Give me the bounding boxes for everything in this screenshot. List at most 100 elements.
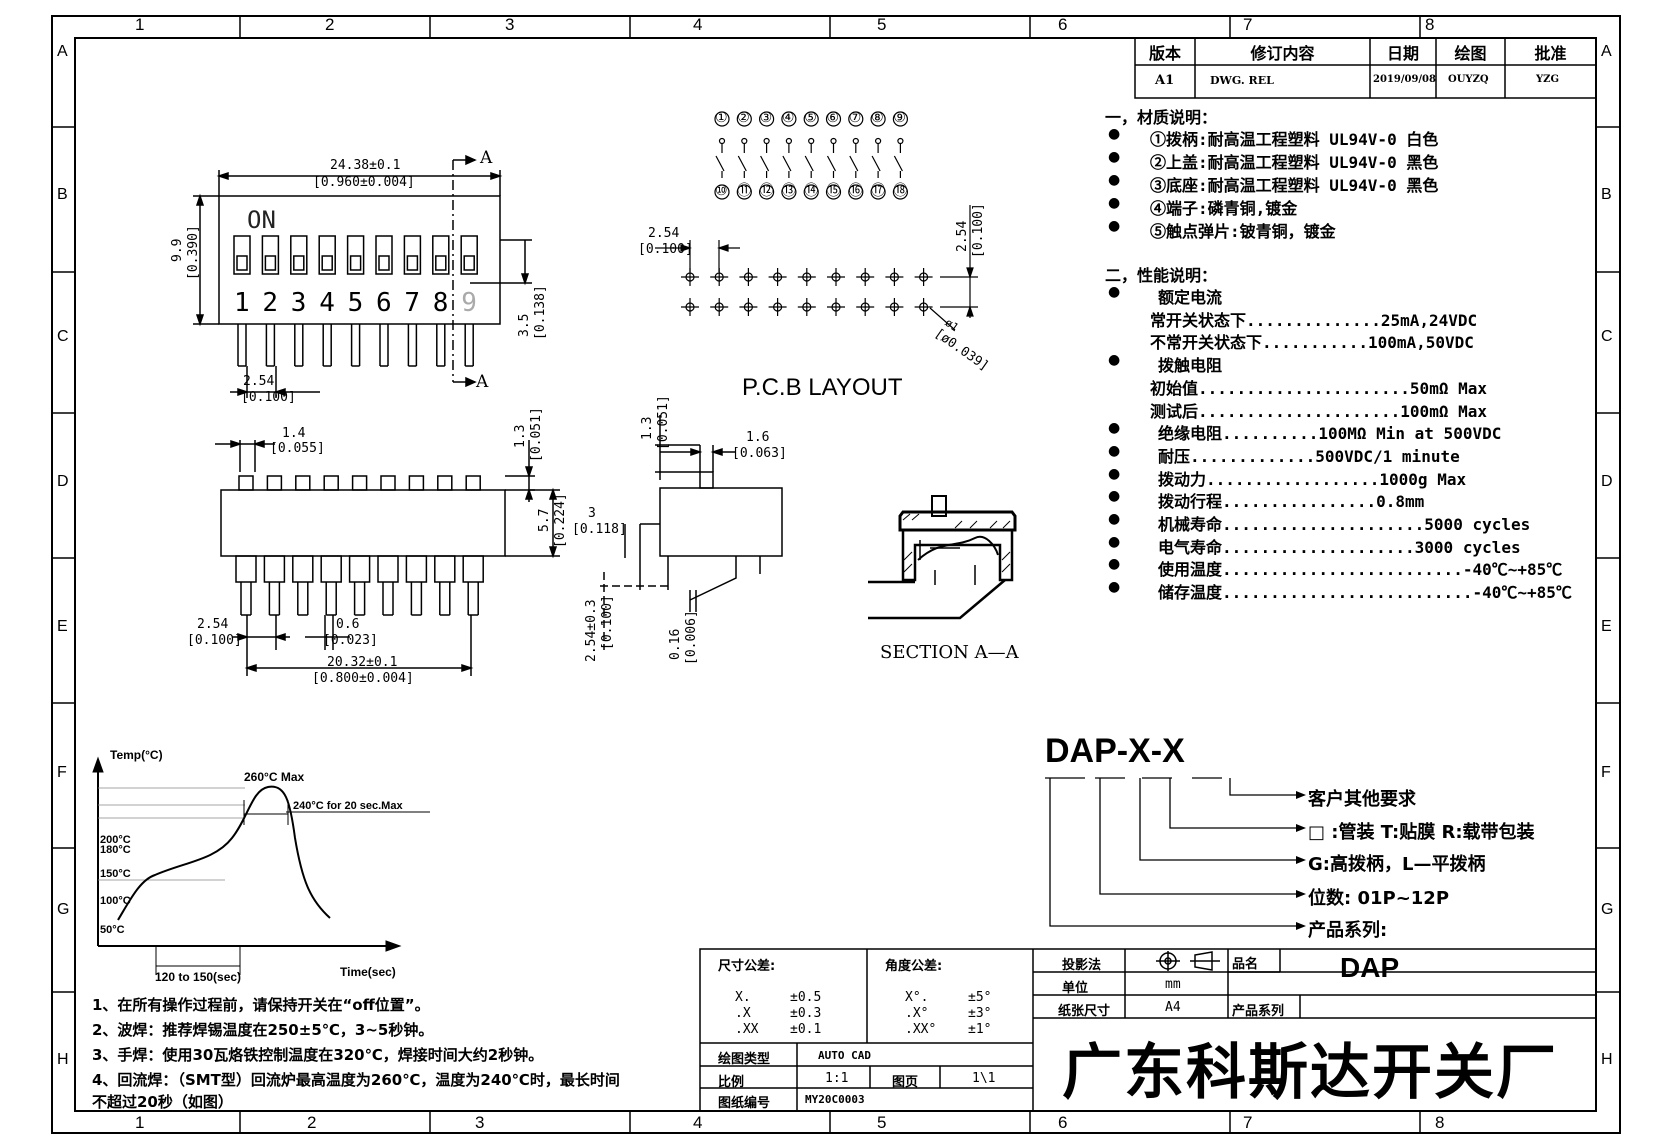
grid-col-bottom-7: 7 — [1243, 1113, 1253, 1132]
rev-content: DWG. REL — [1210, 74, 1274, 87]
section-a-a — [868, 495, 1017, 620]
switch-slot — [346, 235, 365, 275]
note-2: 2、波焊：推荐焊锡温度在250±5℃，3~5秒钟。 — [92, 1021, 434, 1039]
switch-number: 1 — [234, 288, 250, 318]
schematic-pin-label-top: ④ — [781, 110, 795, 126]
schematic-pin-label-top: ⑤ — [804, 110, 817, 126]
end-thk-mm: 0.16 — [668, 628, 683, 660]
switch-actuator — [264, 255, 277, 271]
schematic-pin-label-bottom: ⑩ — [715, 183, 728, 199]
dim-tol-1-val: ±0.5 — [790, 990, 822, 1005]
page-value: 1\1 — [972, 1071, 996, 1086]
grid-col-top-2: 2 — [325, 15, 335, 34]
scale-label: 比例 — [718, 1075, 745, 1090]
material-item: ⑤触点弹片:铍青铜，镀金 — [1150, 222, 1336, 241]
act-width-in: [0.055] — [270, 441, 325, 456]
dim-tol-3-val: ±0.1 — [790, 1022, 822, 1037]
grid-col-top-7: 7 — [1243, 15, 1253, 34]
ang-tol-2-key: .X° — [905, 1006, 929, 1021]
dim-tol-label: 尺寸公差: — [718, 959, 776, 974]
software-label: 绘图类型 — [718, 1052, 771, 1067]
pin-len-in: [0.138] — [533, 285, 548, 340]
dim-tol-3-key: .XX — [735, 1022, 759, 1037]
section-mark-top: A — [480, 148, 493, 168]
schematic-terminal-top — [848, 111, 864, 127]
dim-tol-1-key: X. — [735, 990, 751, 1005]
ang-tol-3-key: .XX° — [905, 1022, 937, 1037]
schematic-terminal-bottom — [825, 184, 842, 200]
grid-row-right-B: B — [1601, 186, 1612, 203]
part-number-tree — [1045, 777, 1306, 930]
top-pitch-mm: 2.54 — [243, 374, 275, 389]
end-thk-in: [0.006] — [684, 610, 699, 665]
material-item: ②上盖:耐高温工程塑料 UL94V-0 黑色 — [1150, 153, 1439, 172]
paper-value: A4 — [1165, 1000, 1181, 1015]
schematic-pin-label-top: ② — [737, 110, 750, 126]
grid-row-left-B: B — [57, 186, 68, 203]
switch-actuator — [406, 255, 419, 271]
rev-version: A1 — [1155, 73, 1175, 88]
reflow-peak: 260°C Max — [244, 770, 305, 784]
performance-line: 使用温度.........................-40℃~+85℃ — [1158, 560, 1563, 580]
reflow-tick-200: 200°C — [100, 834, 131, 846]
reflow-tick-150: 150°C — [100, 868, 131, 880]
switch-number: 8 — [432, 288, 449, 318]
pin-shoulder — [292, 555, 314, 583]
projection-label: 投影法 — [1062, 958, 1102, 973]
top-view — [193, 154, 532, 398]
schematic-terminal-top — [870, 111, 886, 127]
switch-actuator — [435, 255, 447, 271]
pn-option-actuator: G:高拨柄，L—平拨柄 — [1308, 854, 1486, 875]
grid-row-left-G: G — [57, 901, 70, 918]
end-act-h-mm: 1.3 — [640, 416, 655, 440]
name-label: 品名 — [1232, 957, 1259, 972]
pcb-layout — [655, 205, 978, 331]
material-item: ④端子:磷青铜,镀金 — [1150, 199, 1298, 218]
performance-line: 绝缘电阻..........100MΩ Min at 500VDC — [1158, 424, 1502, 444]
actuator-tab — [437, 475, 453, 491]
span-in: [0.800±0.004] — [312, 671, 414, 686]
bullet-icon: ● — [1108, 172, 1121, 188]
grid-row-left-F: F — [57, 764, 67, 781]
schematic-pin-label-top: ⑦ — [848, 110, 862, 126]
grid-row-right-G: G — [1601, 901, 1614, 918]
section-mark-bottom: A — [476, 372, 489, 392]
switch-actuator — [236, 255, 248, 271]
grid-row-right-D: D — [1601, 473, 1613, 490]
bullet-icon: ● — [1108, 465, 1121, 482]
schematic-pin-label-top: ⑧ — [871, 110, 884, 126]
schematic-pin-label-top: ⑨ — [893, 110, 906, 126]
schematic-terminal-top — [758, 111, 775, 127]
schematic-terminal-top — [825, 111, 842, 127]
grid-row-right-H: H — [1601, 1051, 1613, 1068]
grid-row-right-E: E — [1601, 618, 1612, 635]
switch-number: 9 — [461, 288, 477, 318]
switch-number: 3 — [290, 288, 307, 318]
switch-slot — [261, 235, 280, 275]
bullet-icon: ● — [1108, 442, 1121, 459]
material-item: ①拨柄:耐高温工程塑料 UL94V-0 白色 — [1150, 130, 1439, 149]
switch-number: 7 — [404, 288, 421, 318]
title-block-lines — [699, 948, 1597, 1112]
switch-number: 5 — [347, 288, 364, 318]
performance-line: 初始值......................50mΩ Max — [1150, 378, 1487, 398]
outer-border — [51, 15, 1621, 1134]
series-label: 产品系列 — [1232, 1004, 1285, 1019]
pin-shoulder — [462, 555, 484, 583]
grid-col-top-3: 3 — [505, 15, 515, 34]
pn-option-packing: □ :管装 T:贴膜 R:载带包装 — [1308, 822, 1535, 843]
schematic-pin-label-bottom: ⑪ — [737, 183, 752, 199]
switch-actuator — [321, 255, 333, 271]
bullet-icon: ● — [1108, 556, 1121, 573]
pin-shoulder — [235, 555, 257, 583]
bullet-icon: ● — [1108, 533, 1121, 550]
switch-slot — [403, 235, 422, 275]
bullet-icon: ● — [1108, 488, 1121, 505]
end-view — [600, 415, 783, 650]
pin-width-mm: 0.6 — [336, 617, 360, 632]
end-body-mm: 3 — [588, 506, 596, 521]
side-view — [215, 439, 560, 676]
act-height-in: [0.051] — [529, 407, 544, 462]
end-act-w-mm: 1.6 — [746, 430, 770, 445]
